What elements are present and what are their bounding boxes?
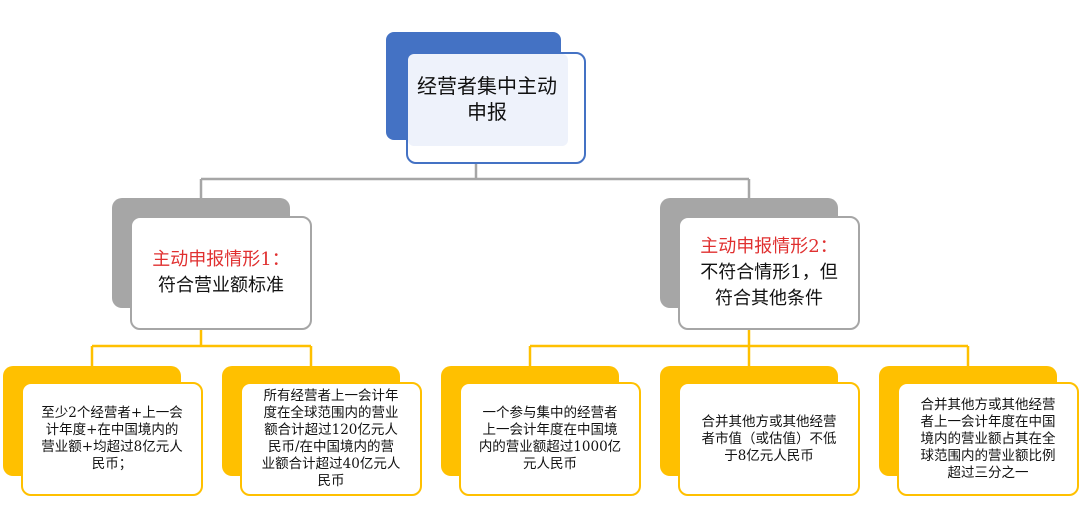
case-node-1-body: 符合营业额标准	[158, 275, 284, 296]
leaf-node-4-text: 合并其他方或其他经营 者市值（或估值）不低 于8亿元人民币	[701, 413, 837, 464]
case-node-1-card: 主动申报情形1： 符合营业额标准	[130, 216, 312, 330]
leaf-node-1-text: 至少2个经营者+上一会 计年度+在中国境内的 营业额+均超过8亿元人 民币；	[41, 405, 183, 472]
leaf-node-3-card: 一个参与集中的经营者 上一会计年度在中国境 内的营业额超过1000亿 元人民币	[459, 382, 641, 496]
leaf-node-2: 所有经营者上一会计年 度在全球范围内的营业 额合计超过120亿元人 民币/在中国…	[222, 366, 422, 498]
case-node-1-heading: 主动申报情形1：	[152, 249, 290, 270]
leaf-node-5: 合并其他方或其他经营 者上一会计年度在中国 境内的营业额占其在全 球范围内的营业…	[879, 366, 1079, 498]
leaf-node-2-card: 所有经营者上一会计年 度在全球范围内的营业 额合计超过120亿元人 民币/在中国…	[240, 382, 422, 496]
leaf-node-1-card: 至少2个经营者+上一会 计年度+在中国境内的 营业额+均超过8亿元人 民币；	[21, 382, 203, 496]
root-node-card: 经营者集中主动 申报	[406, 52, 586, 164]
case-node-1: 主动申报情形1： 符合营业额标准	[112, 198, 312, 330]
root-node-fill	[408, 54, 568, 146]
case-node-2-card: 主动申报情形2： 不符合情形1，但 符合其他条件	[678, 216, 860, 330]
leaf-node-4-card: 合并其他方或其他经营 者市值（或估值）不低 于8亿元人民币	[678, 382, 860, 496]
root-node-title: 经营者集中主动 申报	[417, 74, 557, 124]
leaf-node-4: 合并其他方或其他经营 者市值（或估值）不低 于8亿元人民币	[660, 366, 860, 498]
case-node-2-body: 不符合情形1，但 符合其他条件	[700, 262, 838, 309]
root-node: 经营者集中主动 申报	[386, 32, 586, 164]
leaf-node-2-text: 所有经营者上一会计年 度在全球范围内的营业 额合计超过120亿元人 民币/在中国…	[261, 388, 401, 489]
leaf-node-1: 至少2个经营者+上一会 计年度+在中国境内的 营业额+均超过8亿元人 民币；	[3, 366, 203, 498]
leaf-node-5-card: 合并其他方或其他经营 者上一会计年度在中国 境内的营业额占其在全 球范围内的营业…	[897, 382, 1079, 496]
case-node-2-heading: 主动申报情形2：	[700, 236, 838, 257]
leaf-node-3: 一个参与集中的经营者 上一会计年度在中国境 内的营业额超过1000亿 元人民币	[441, 366, 641, 498]
case-node-2: 主动申报情形2： 不符合情形1，但 符合其他条件	[660, 198, 860, 330]
leaf-node-3-text: 一个参与集中的经营者 上一会计年度在中国境 内的营业额超过1000亿 元人民币	[478, 405, 622, 472]
leaf-node-5-text: 合并其他方或其他经营 者上一会计年度在中国 境内的营业额占其在全 球范围内的营业…	[920, 396, 1056, 481]
